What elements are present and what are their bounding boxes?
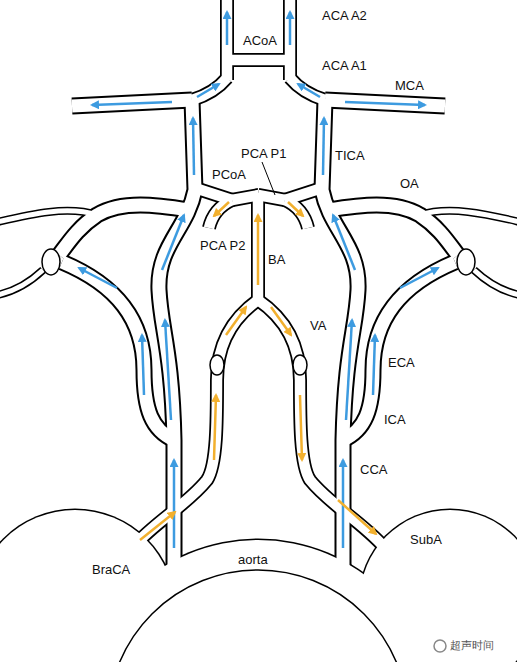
aorta-inner-arc — [108, 570, 408, 662]
flow-arrow — [300, 395, 302, 460]
vessel-label: ECA — [388, 355, 415, 370]
vessel-lumen — [0, 211, 517, 295]
flow-arrow — [214, 202, 229, 216]
vessel-label: VA — [310, 318, 326, 333]
flow-arrows-yellow — [140, 202, 376, 540]
vessel-lumen — [59, 100, 458, 580]
vertebral-loop — [293, 355, 307, 375]
flow-arrow — [257, 215, 260, 285]
eye-oval — [42, 249, 60, 275]
vessel-outline — [59, 100, 458, 580]
vessel-label: PCA P2 — [200, 238, 246, 253]
flow-arrow — [226, 307, 246, 335]
aorta-lumen — [78, 540, 438, 662]
flow-arrow — [140, 512, 175, 540]
branch-lumen — [420, 211, 517, 295]
flow-arrow — [79, 12, 227, 548]
vessel-label: CCA — [360, 462, 387, 477]
vessel-outline — [0, 509, 517, 662]
watermark-text: 超声时间 — [450, 638, 494, 653]
eye-oval — [457, 249, 475, 275]
vertebral-loop — [210, 355, 224, 375]
vessel-label: aorta — [238, 552, 268, 567]
flow-arrows-blue — [79, 12, 438, 548]
vessel-label: ICA — [384, 412, 406, 427]
vessel-label: SubA — [410, 532, 442, 547]
vessel-label: MCA — [395, 78, 424, 93]
artery-lumen — [132, 60, 385, 548]
vessel-label: BraCA — [92, 562, 130, 577]
vessel-label: PCoA — [212, 167, 246, 182]
vessel-lumen — [0, 510, 517, 662]
vessel-label: ACA A1 — [322, 58, 367, 73]
flow-arrow — [214, 395, 216, 460]
branch-lumen — [0, 211, 97, 295]
leader-line — [262, 162, 275, 195]
flow-arrow — [271, 307, 291, 335]
vessel-label: OA — [400, 176, 419, 191]
vessel-label: BA — [268, 252, 285, 267]
flow-arrow — [290, 12, 438, 548]
vessel-label: ACoA — [243, 33, 277, 48]
flow-arrow — [338, 500, 376, 534]
vessel-lumen — [132, 0, 385, 548]
vessel-label: PCA P1 — [241, 146, 287, 161]
vessel-label: ACA A2 — [322, 8, 367, 23]
watermark-icon — [434, 640, 446, 652]
flow-arrow — [288, 202, 303, 216]
vessel-label: TICA — [335, 148, 365, 163]
